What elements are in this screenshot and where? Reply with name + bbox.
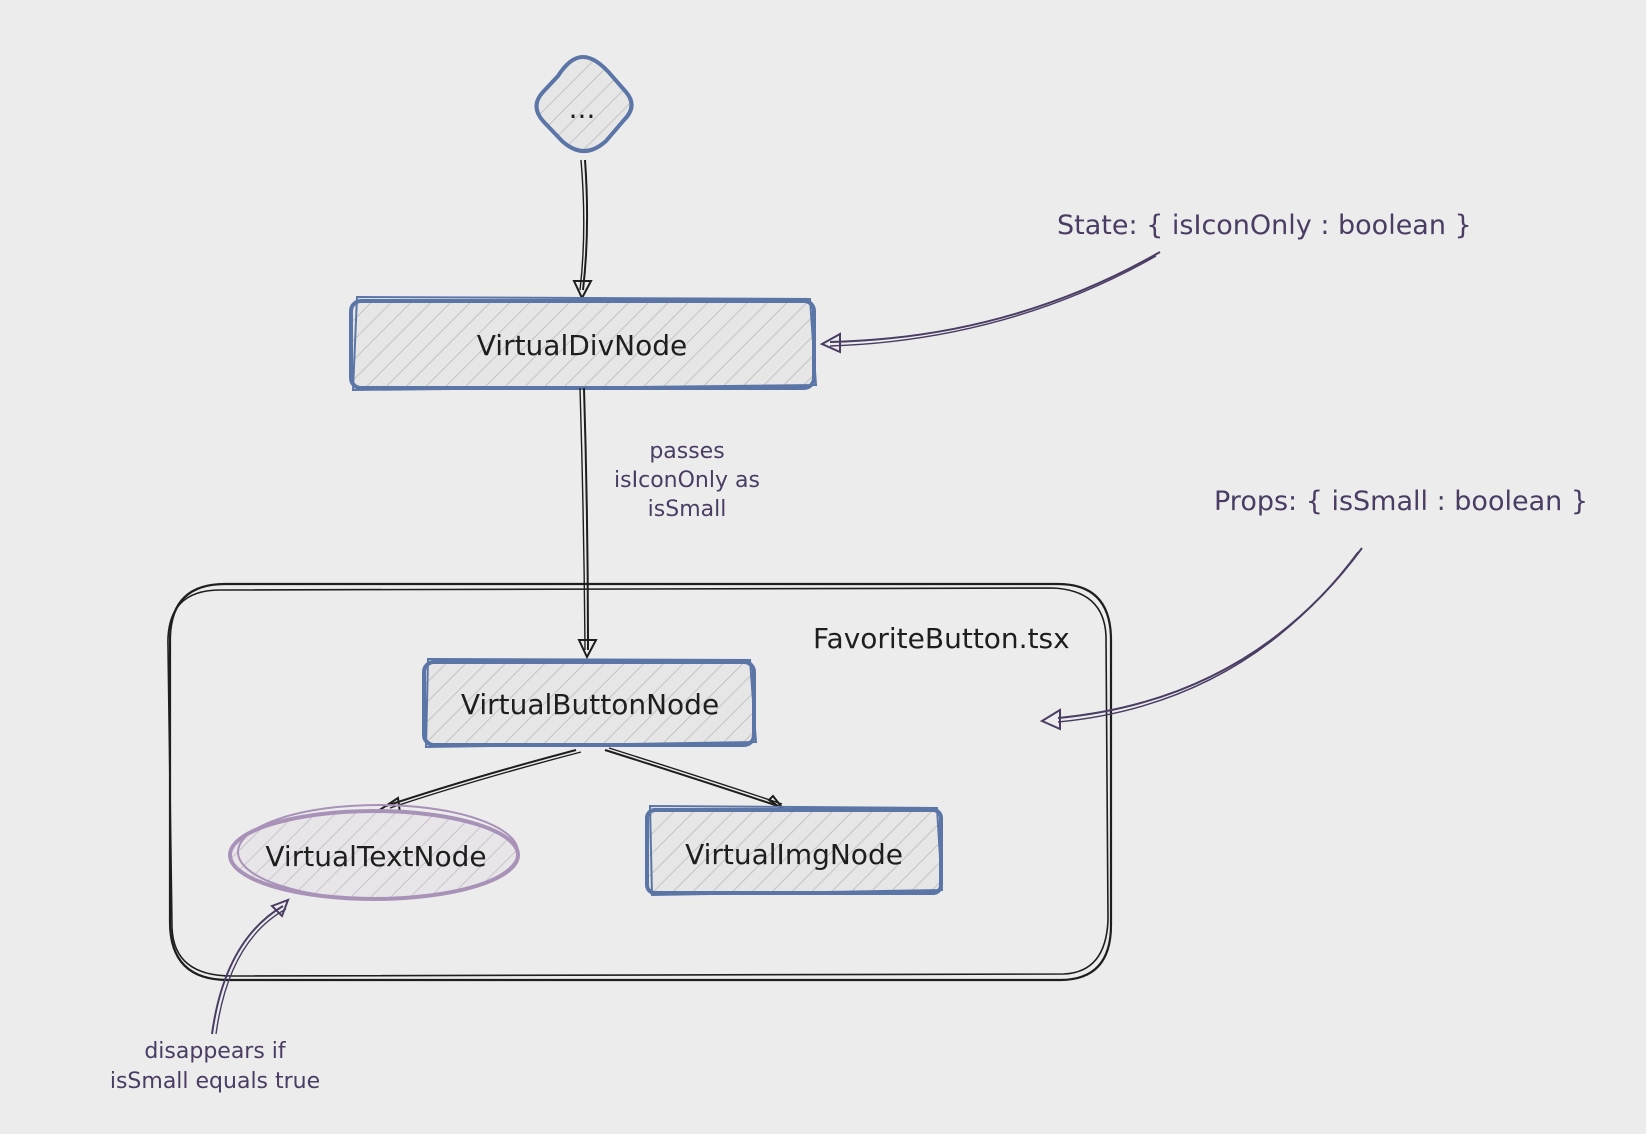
root-node-label: ... — [569, 92, 596, 125]
virtual-button-node-label: VirtualButtonNode — [461, 688, 719, 721]
virtual-text-node[interactable]: VirtualTextNode — [228, 804, 520, 901]
virtual-img-node[interactable]: VirtualImgNode — [645, 804, 944, 897]
virtual-div-node-label: VirtualDivNode — [477, 329, 687, 362]
container-label: FavoriteButton.tsx — [813, 622, 1070, 655]
passes-line-3: isSmall — [648, 497, 727, 522]
arrow-button-to-img — [604, 747, 785, 811]
virtual-button-node[interactable]: VirtualButtonNode — [422, 657, 758, 749]
virtual-div-node[interactable]: VirtualDivNode — [349, 295, 818, 392]
disappears-line-1: disappears if — [144, 1039, 287, 1064]
disappears-annotation: disappears if isSmall equals true — [110, 898, 320, 1094]
passes-line-2: isIconOnly as — [614, 468, 760, 493]
disappears-line-2: isSmall equals true — [110, 1069, 320, 1094]
arrow-div-to-button — [577, 387, 598, 660]
passes-line-1: passes — [649, 439, 724, 464]
root-node[interactable]: ... — [534, 54, 634, 153]
state-label: State: { isIconOnly : boolean } — [1057, 210, 1472, 241]
virtual-img-node-label: VirtualImgNode — [685, 838, 903, 871]
props-annotation: Props: { isSmall : boolean } — [1039, 486, 1588, 731]
favoritebutton-container: FavoriteButton.tsx — [167, 582, 1113, 982]
props-label: Props: { isSmall : boolean } — [1214, 486, 1588, 517]
passes-label: passes isIconOnly as isSmall — [614, 439, 760, 522]
arrow-root-to-div — [572, 159, 593, 301]
state-annotation: State: { isIconOnly : boolean } — [819, 210, 1472, 354]
arrow-button-to-text — [375, 749, 582, 815]
virtual-text-node-label: VirtualTextNode — [265, 840, 486, 873]
